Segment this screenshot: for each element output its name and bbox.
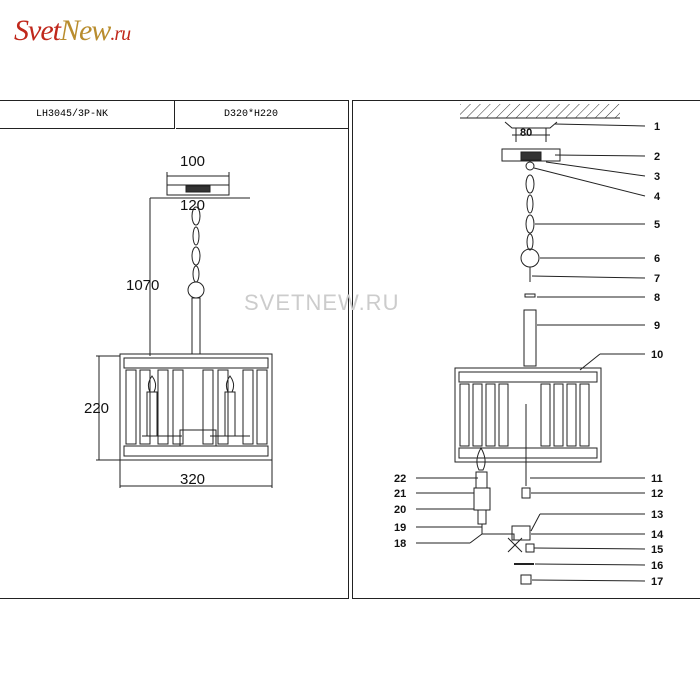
part-9: 9 [654, 320, 660, 332]
ring [187, 281, 205, 299]
part-14: 14 [651, 529, 664, 541]
part-numbers: 1 2 3 4 5 6 7 8 9 10 11 12 13 14 15 16 1… [394, 121, 664, 588]
part-5: 5 [654, 219, 660, 231]
candle-left [142, 375, 182, 437]
left-fixture [96, 172, 273, 488]
exp-rod [523, 309, 537, 367]
part-4: 4 [654, 191, 661, 203]
ceiling [460, 104, 620, 118]
rod [191, 297, 201, 355]
hub [179, 429, 217, 447]
logo: SvetNew.ru [14, 14, 131, 47]
dim-canopy-top: 100 [180, 153, 205, 170]
leader-lines [416, 123, 646, 582]
part-7: 7 [654, 273, 660, 285]
part-16: 16 [651, 560, 663, 572]
part-13: 13 [651, 509, 663, 521]
part-19: 19 [394, 522, 406, 534]
chain [191, 206, 201, 283]
canopy-cap [185, 185, 211, 193]
right-fixture [416, 104, 646, 585]
part-12: 12 [651, 488, 663, 500]
dim-shade-height: 220 [84, 400, 109, 417]
part-8: 8 [654, 292, 660, 304]
part-20: 20 [394, 504, 406, 516]
candle-right [210, 375, 250, 437]
dim-shade-width: 320 [180, 471, 205, 488]
part-3: 3 [654, 171, 660, 183]
shade-frame [119, 353, 273, 461]
model-number: LH3045/3P-NK [0, 101, 175, 129]
part-15: 15 [651, 544, 663, 556]
part-18: 18 [394, 538, 406, 550]
part-1: 1 [654, 121, 660, 133]
part-17: 17 [651, 576, 663, 588]
dim-total-height: 1070 [126, 277, 159, 294]
crystal-bars [125, 369, 268, 445]
part-22: 22 [394, 473, 406, 485]
overview-panel: LH3045/3P-NK D320*H220 [0, 100, 349, 599]
part-6: 6 [654, 253, 660, 265]
dim-canopy-bottom: 120 [180, 197, 205, 214]
canopy [166, 184, 230, 196]
exp-shade [454, 367, 602, 463]
watermark: SVETNEW.RU [244, 290, 400, 315]
part-21: 21 [394, 488, 406, 500]
dim-mount-spacing: 80 [520, 127, 532, 139]
part-11: 11 [651, 473, 663, 485]
part-2: 2 [654, 151, 660, 163]
dimensions-label: D320*H220 [176, 101, 348, 129]
part-10: 10 [651, 349, 663, 361]
